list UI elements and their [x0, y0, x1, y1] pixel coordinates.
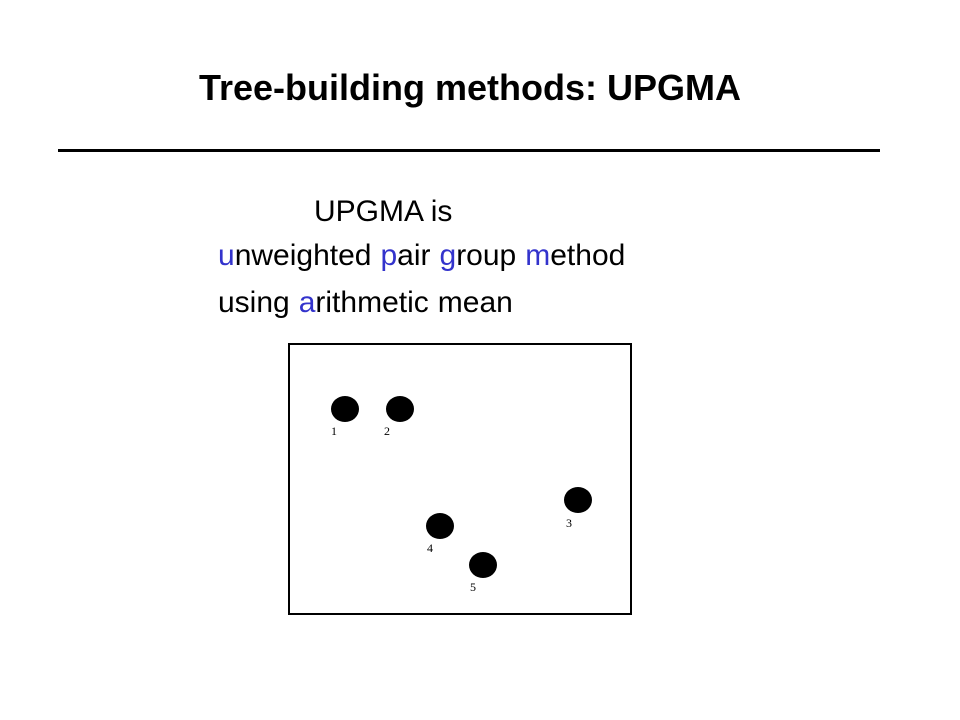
- point-4-marker: [426, 513, 454, 539]
- point-1-marker: [331, 396, 359, 422]
- point-5-marker: [469, 552, 497, 578]
- word-unweighted: unweighted: [218, 239, 371, 272]
- accent-initial: m: [525, 239, 551, 272]
- definition-line-1: UPGMA is: [314, 195, 453, 228]
- word-mean: mean: [437, 286, 513, 319]
- word-rest: ethod: [550, 239, 626, 272]
- point-2-marker: [386, 396, 414, 422]
- points-figure: 1 2 3 4 5: [288, 343, 632, 615]
- title-divider: [58, 149, 880, 152]
- point-1-label: 1: [331, 424, 337, 438]
- word-method: method: [525, 239, 625, 272]
- word-using: using: [218, 286, 290, 319]
- word-rest: air: [397, 239, 431, 272]
- accent-initial: p: [380, 239, 398, 272]
- word-rest: nweighted: [234, 239, 372, 272]
- word-group: group: [440, 239, 517, 272]
- slide-title: Tree-building methods: UPGMA: [198, 67, 741, 108]
- point-4-label: 4: [427, 541, 433, 555]
- word-pair: pair: [380, 239, 430, 272]
- word-rest: rithmetic: [315, 286, 429, 319]
- accent-initial: a: [298, 286, 316, 319]
- points-canvas: 1 2 3 4 5: [331, 396, 592, 594]
- word-arithmetic: arithmetic: [299, 286, 429, 319]
- point-3-marker: [564, 487, 592, 513]
- accent-initial: g: [439, 239, 457, 272]
- point-3-label: 3: [566, 516, 572, 530]
- word-rest: roup: [456, 239, 517, 272]
- point-5-label: 5: [470, 580, 476, 594]
- accent-initial: u: [218, 239, 235, 272]
- point-2-label: 2: [384, 424, 390, 438]
